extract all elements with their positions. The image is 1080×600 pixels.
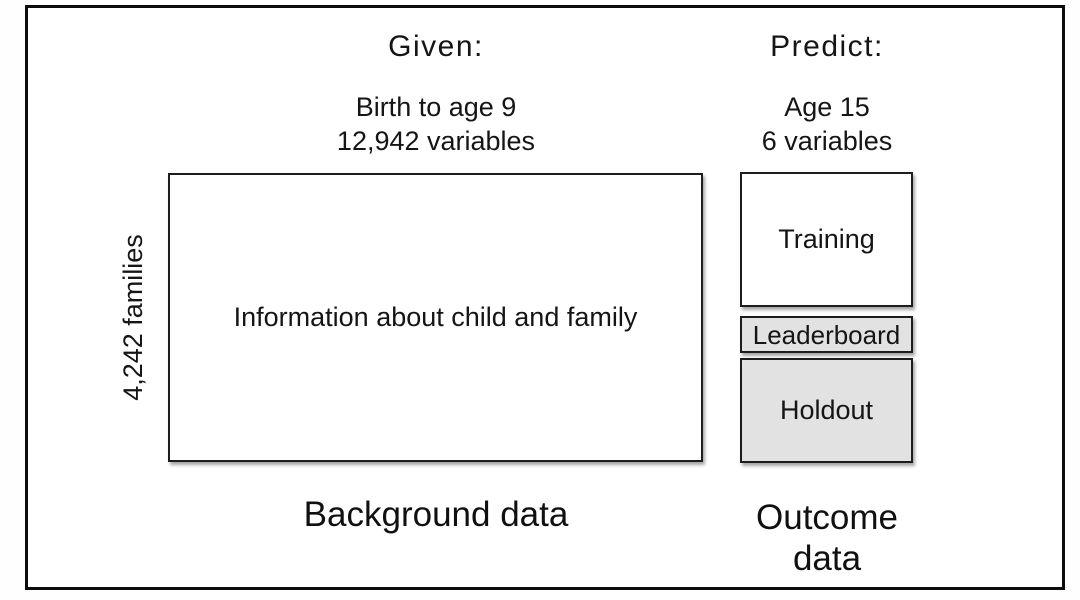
- given-subtitle-line1: Birth to age 9: [355, 92, 517, 122]
- predict-subtitle-line2: 6 variables: [761, 126, 893, 156]
- outcome-data-caption-line2: data: [792, 539, 862, 578]
- given-title: Given:: [388, 30, 484, 63]
- outcome-data-caption-line1: Outcome: [756, 498, 898, 537]
- leaderboard-box-label: Leaderboard: [752, 319, 901, 350]
- predict-subtitle: Age 15 6 variables: [667, 90, 987, 158]
- given-subtitle-line2: 12,942 variables: [336, 126, 536, 156]
- families-axis-label: 4,242 families: [103, 173, 163, 462]
- background-data-caption: Background data: [303, 495, 569, 534]
- training-box: Training: [740, 172, 913, 307]
- families-axis-label-text: 4,242 families: [117, 234, 148, 401]
- training-box-label: Training: [778, 224, 875, 254]
- holdout-box-label: Holdout: [779, 395, 874, 425]
- predict-subtitle-line1: Age 15: [784, 92, 870, 122]
- background-data-box-label: Information about child and family: [233, 302, 638, 332]
- outcome-data-caption: Outcome data: [627, 497, 1027, 579]
- given-subtitle: Birth to age 9 12,942 variables: [276, 90, 596, 158]
- leaderboard-box: Leaderboard: [740, 316, 913, 353]
- holdout-box: Holdout: [740, 358, 913, 463]
- predict-title: Predict:: [770, 30, 884, 63]
- background-data-box: Information about child and family: [168, 173, 703, 462]
